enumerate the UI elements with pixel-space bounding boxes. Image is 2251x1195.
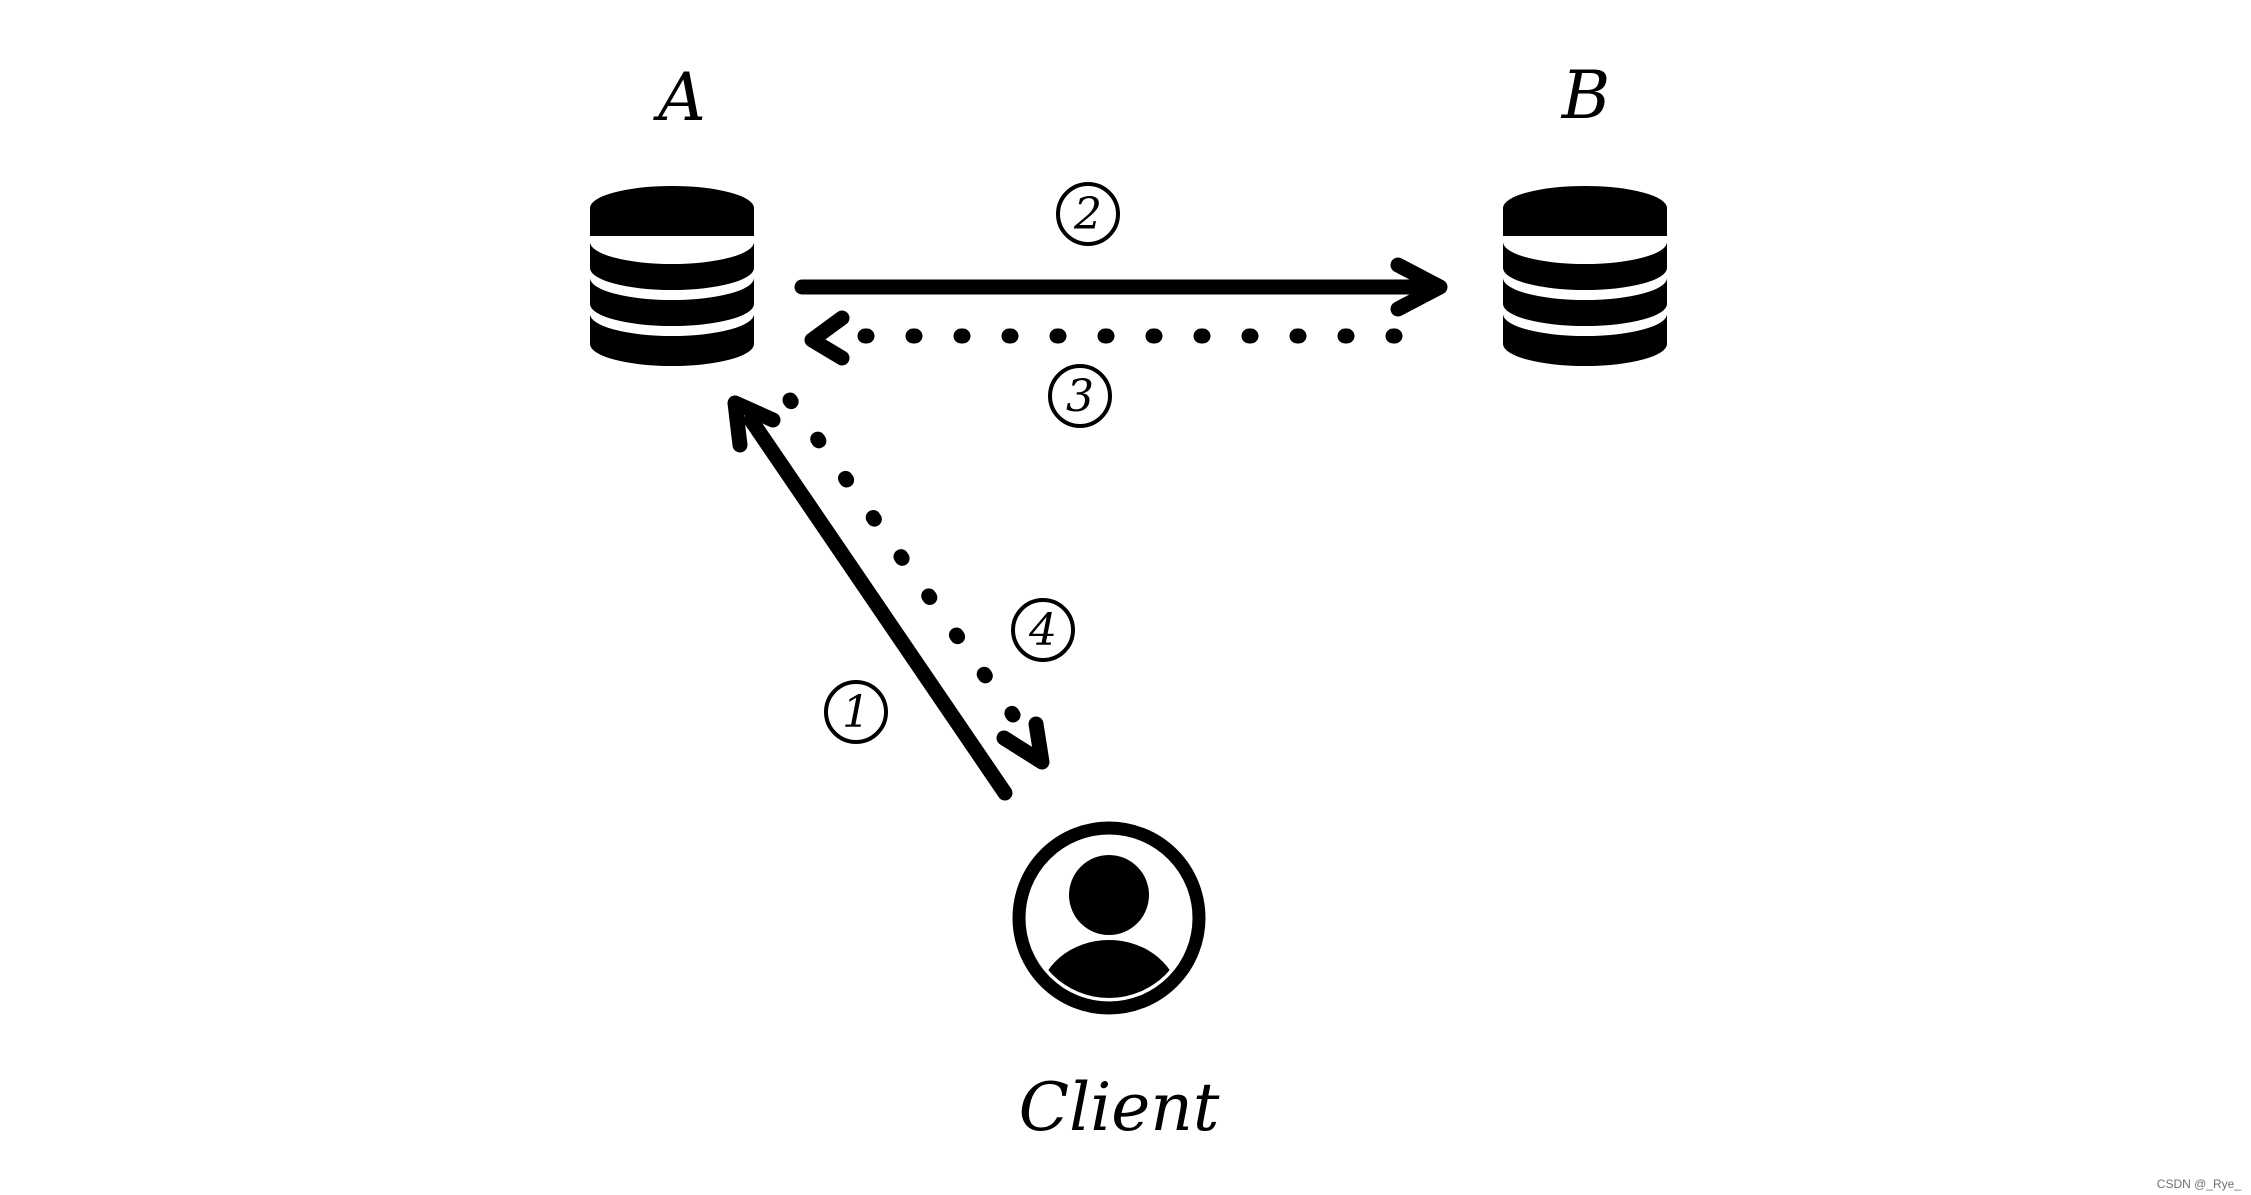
step-1-label: 1 [842, 687, 870, 738]
step-4-label: 4 [1028, 605, 1057, 656]
node-b-label: B [1561, 57, 1611, 134]
step-4-marker: 4 [1011, 598, 1075, 662]
arrow-client-to-a [727, 395, 1013, 801]
step-2-marker: 2 [1056, 182, 1120, 246]
arrow-a-to-b [794, 257, 1448, 317]
client-label: Client [1019, 1069, 1220, 1146]
database-icon [1503, 186, 1667, 366]
step-3-marker: 3 [1048, 364, 1112, 428]
step-2-label: 2 [1073, 189, 1102, 240]
step-3-label: 3 [1066, 371, 1094, 422]
arrow-a-to-client [782, 392, 1050, 770]
step-1-marker: 1 [824, 680, 888, 744]
arrow-b-to-a [804, 310, 1403, 366]
database-icon [590, 186, 754, 366]
user-avatar-icon [1012, 821, 1206, 1015]
node-a-label: A [652, 59, 706, 136]
watermark: CSDN @_Rye_ [2156, 1177, 2241, 1191]
